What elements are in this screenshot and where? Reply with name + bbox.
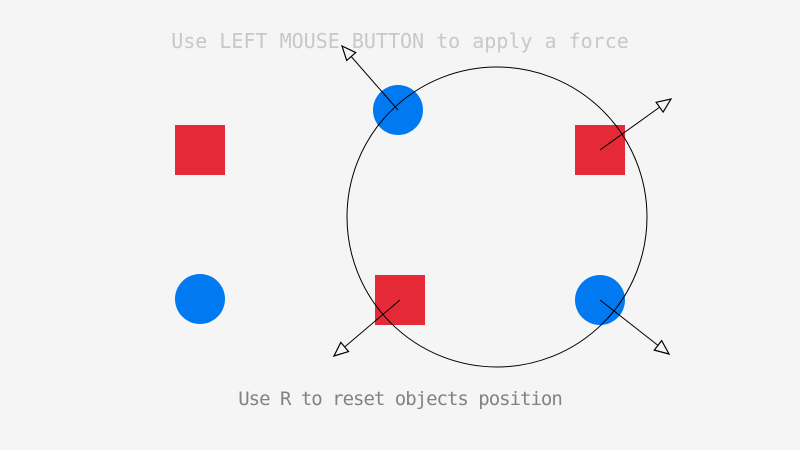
instruction-bottom-text: Use R to reset objects position xyxy=(238,388,563,410)
bodies-layer xyxy=(175,85,625,325)
boundary-circle xyxy=(346,66,648,368)
blue-circle-left[interactable] xyxy=(175,274,225,324)
red-square-left[interactable] xyxy=(175,125,225,175)
force-arrow-red-square-right xyxy=(599,98,673,151)
arrows-layer xyxy=(332,44,673,357)
force-arrow-blue-circle-top xyxy=(340,44,399,111)
force-arrow-red-square-bottom xyxy=(332,299,401,357)
force-arrow-blue-circle-right xyxy=(599,299,671,355)
boundary-layer xyxy=(346,66,648,368)
instruction-top-text: Use LEFT MOUSE BUTTON to apply a force xyxy=(171,29,629,53)
